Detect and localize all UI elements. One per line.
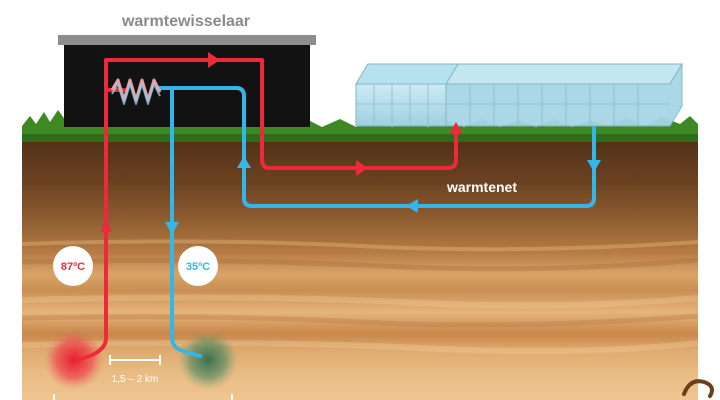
cold-temp-label: 35ºC bbox=[186, 261, 210, 273]
hot-arrow-icon bbox=[356, 160, 368, 176]
cold-pipe bbox=[156, 86, 596, 358]
cold-reservoir bbox=[178, 330, 238, 390]
soil-stripes bbox=[21, 239, 699, 355]
distance-scale bbox=[53, 355, 233, 400]
flow-arrows bbox=[100, 52, 601, 234]
building-roof bbox=[58, 35, 316, 45]
network-label: warmtenet bbox=[446, 179, 517, 195]
hot-temp-label: 87ºC bbox=[61, 261, 85, 273]
hot-temp-badge bbox=[53, 246, 93, 286]
heat-exchanger-icon bbox=[110, 78, 162, 102]
building-label: warmtewisselaar bbox=[121, 13, 250, 30]
distance-label: 1,5 – 2 km bbox=[112, 374, 159, 385]
hot-arrow-icon bbox=[100, 220, 112, 232]
cold-arrow-icon bbox=[587, 160, 601, 172]
hot-arrow-icon bbox=[208, 52, 220, 68]
drill-icon bbox=[682, 379, 714, 398]
hot-arrow-icon bbox=[449, 122, 463, 134]
greenhouse bbox=[355, 62, 683, 127]
cold-arrow-icon bbox=[237, 156, 251, 168]
soil-layers bbox=[22, 134, 698, 400]
cold-arrow-icon bbox=[165, 222, 179, 234]
cold-arrow-icon bbox=[406, 199, 418, 213]
cold-temp-badge bbox=[178, 246, 218, 286]
